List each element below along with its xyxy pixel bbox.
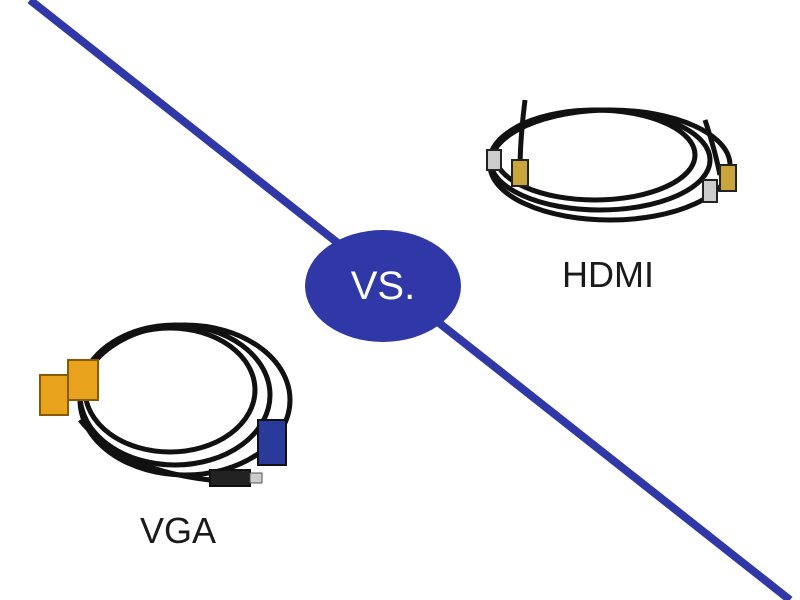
hdmi-label: HDMI — [562, 254, 654, 295]
vs-badge-ellipse — [305, 230, 461, 342]
vga-cable-image — [39, 322, 293, 487]
hdmi-cable-image — [486, 99, 737, 223]
vs-badge-text: VS. — [350, 263, 416, 308]
vga-label: VGA — [140, 510, 217, 551]
